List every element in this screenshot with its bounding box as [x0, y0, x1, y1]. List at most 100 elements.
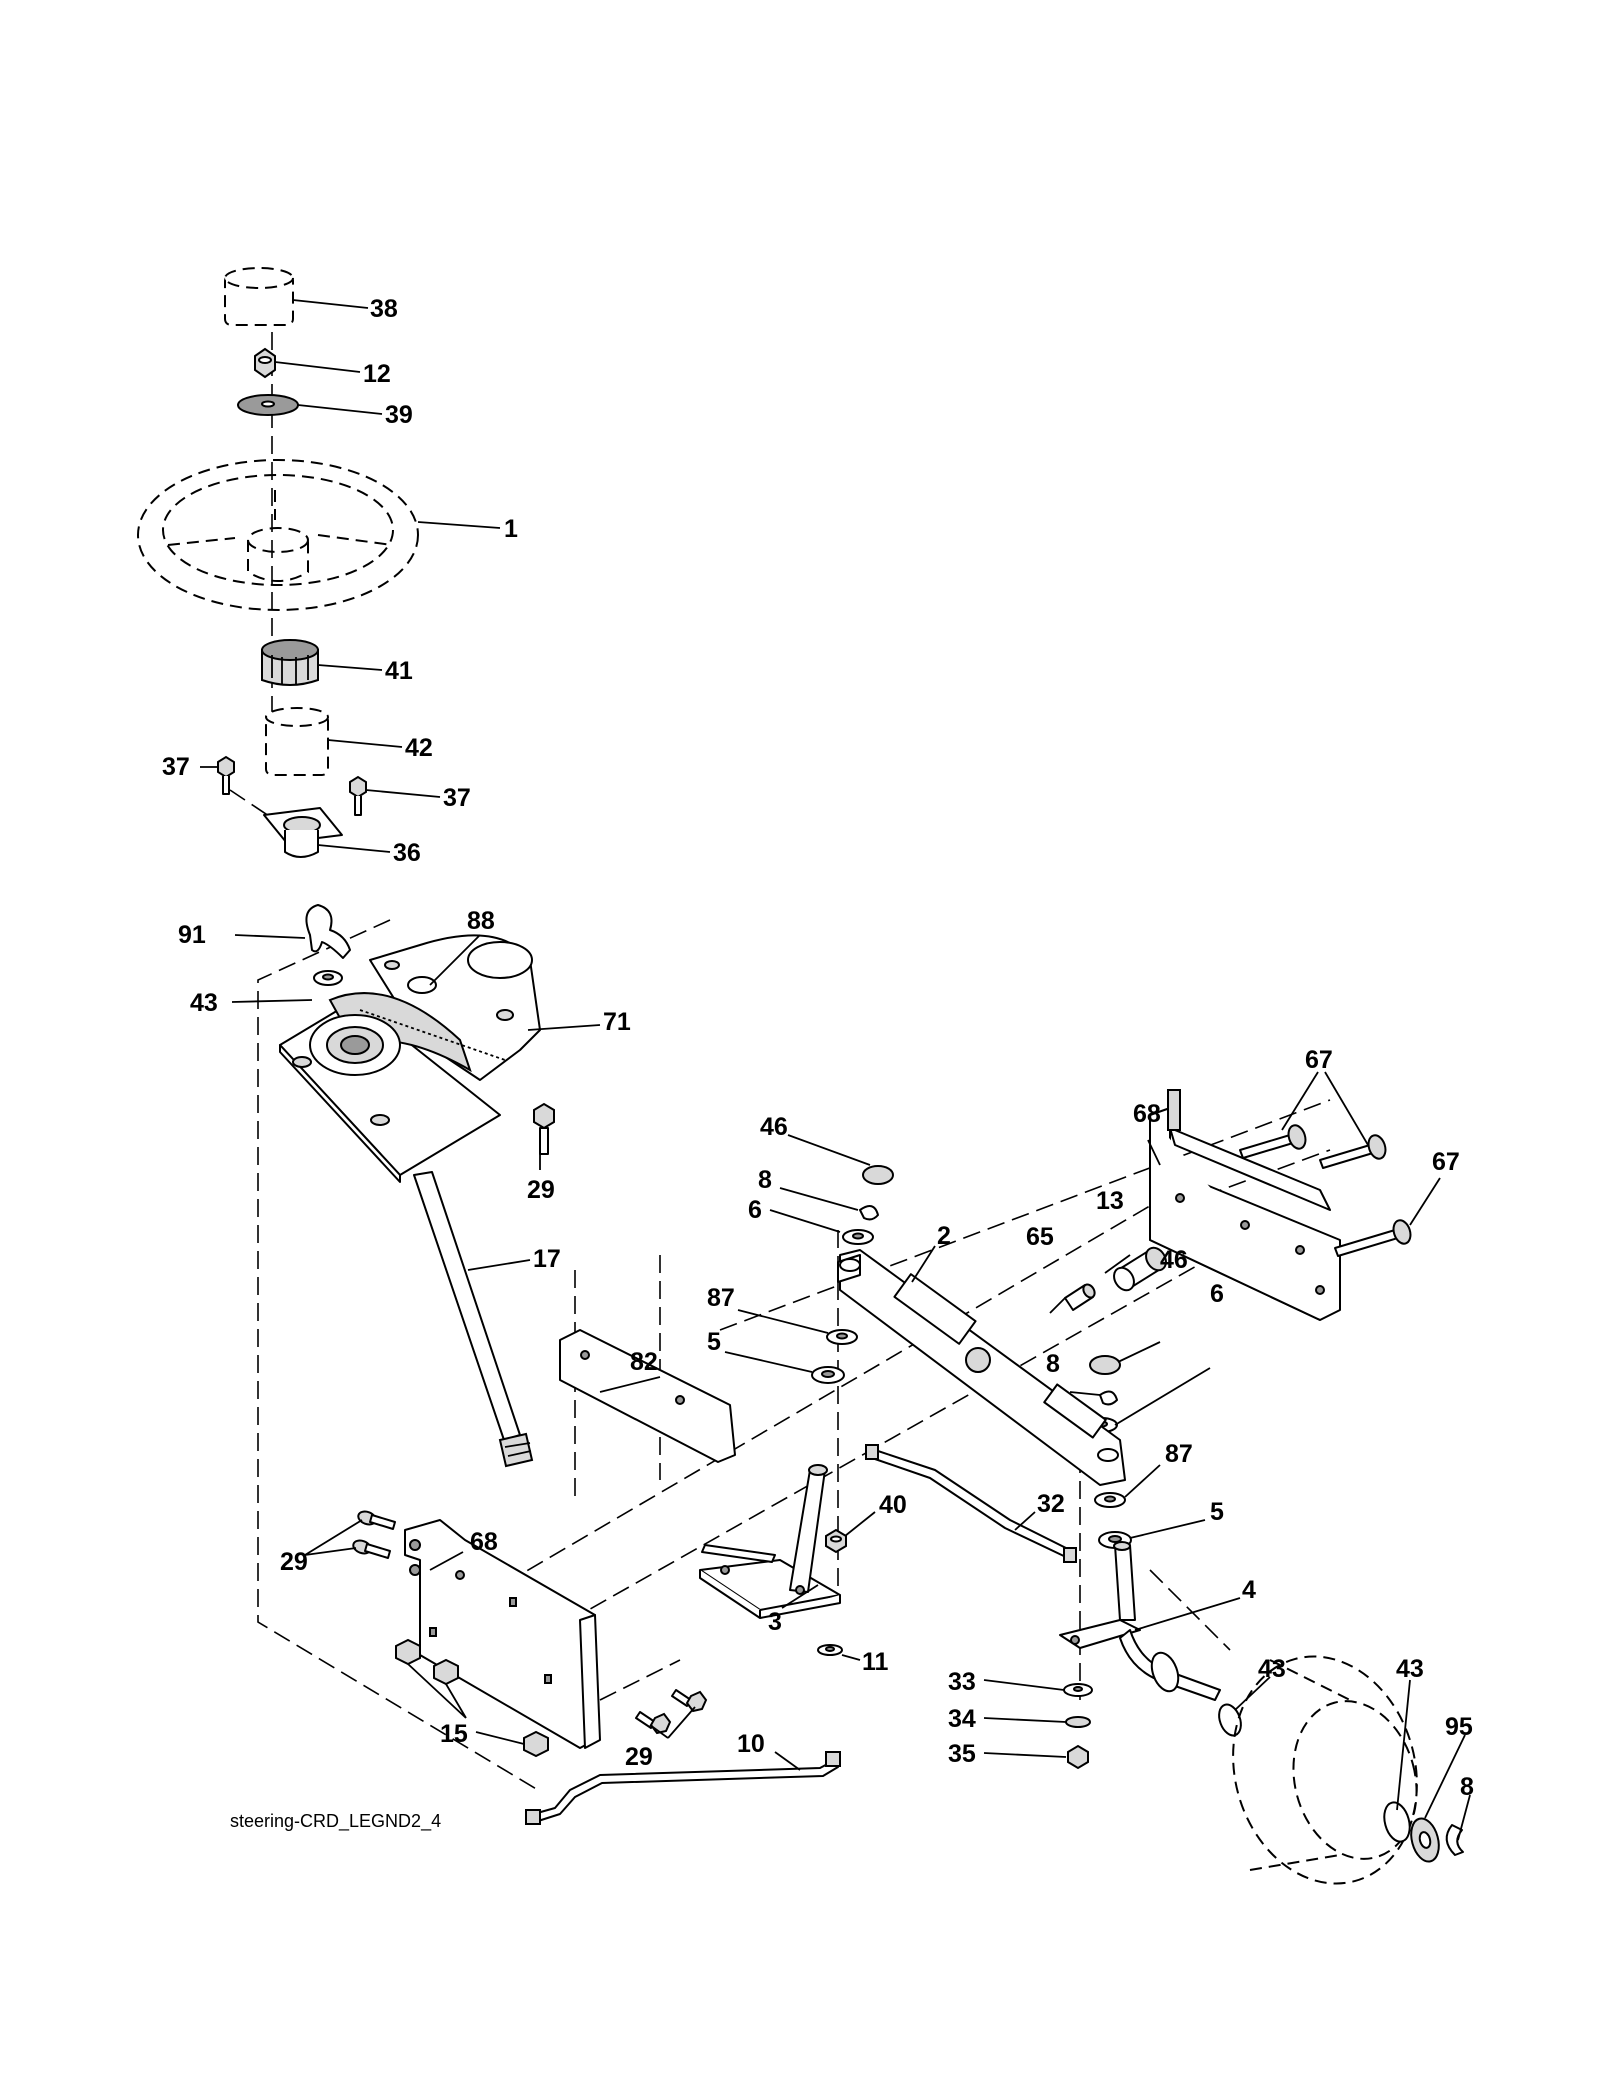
part-13-spacer-tube	[1113, 1246, 1167, 1292]
callout-5-left: 5	[707, 1328, 721, 1356]
part-43-washer-spindle	[1218, 1703, 1242, 1737]
callout-38: 38	[370, 295, 398, 323]
part-4-spindle-right	[1059, 1541, 1221, 1701]
part-67-bolt-b	[1319, 1134, 1387, 1169]
callout-87-left: 87	[707, 1284, 735, 1312]
part-43-washer-upper	[313, 970, 343, 986]
callout-1: 1	[504, 515, 518, 543]
part-65-pin	[1064, 1283, 1096, 1311]
part-68-plate-lower	[404, 1519, 601, 1749]
callout-34: 34	[948, 1705, 976, 1733]
part-37-bolt-right	[349, 775, 367, 816]
callout-8-left: 8	[758, 1166, 772, 1194]
part-91-hairpin-clip	[305, 904, 351, 959]
part-29-bolt-left-upper	[357, 1510, 396, 1530]
callout-36: 36	[393, 839, 421, 867]
part-38-steering-cap	[224, 267, 294, 326]
part-32-drag-link	[865, 1444, 1077, 1563]
callout-67-side: 67	[1432, 1148, 1460, 1176]
callout-4: 4	[1242, 1576, 1256, 1604]
part-17-steering-shaft	[413, 1171, 534, 1468]
callout-37-left: 37	[162, 753, 190, 781]
part-3-spindle-left	[699, 1464, 841, 1619]
callout-8-wheel: 8	[1460, 1773, 1474, 1801]
callout-32: 32	[1037, 1490, 1065, 1518]
part-46-cap-left	[862, 1165, 894, 1185]
callout-6-right: 6	[1210, 1280, 1224, 1308]
part-67-bolt-a	[1239, 1124, 1307, 1159]
part-6-washer-left	[842, 1229, 874, 1245]
part-67-bolt-c	[1334, 1219, 1412, 1257]
callout-13: 13	[1096, 1187, 1124, 1215]
callout-91: 91	[178, 921, 206, 949]
callout-82: 82	[630, 1348, 658, 1376]
part-15-nut-b	[433, 1658, 459, 1686]
callout-43-upper: 43	[190, 989, 218, 1017]
part-82-bracket	[559, 1329, 736, 1463]
assembly-guide-lines	[229, 280, 1331, 1791]
part-11-washer	[817, 1644, 843, 1656]
callout-46-left: 46	[760, 1113, 788, 1141]
part-41-steering-adapter	[261, 639, 319, 686]
part-71-steering-gear-housing	[279, 934, 541, 1183]
callout-10: 10	[737, 1730, 765, 1758]
callout-15: 15	[440, 1720, 468, 1748]
part-29-bolt-lower-a	[635, 1711, 672, 1735]
callout-29-left: 29	[280, 1548, 308, 1576]
callout-17: 17	[533, 1245, 561, 1273]
callout-95: 95	[1445, 1713, 1473, 1741]
callout-33: 33	[948, 1668, 976, 1696]
part-33-washer	[1063, 1683, 1093, 1697]
part-42-steering-bellow	[265, 707, 329, 776]
part-10-tie-rod	[525, 1751, 841, 1825]
callout-12: 12	[363, 360, 391, 388]
part-2-front-axle	[837, 1249, 1126, 1486]
callout-29-housing: 29	[527, 1176, 555, 1204]
callout-71: 71	[603, 1008, 631, 1036]
callout-labels: 38 12 39 1 41 42 37 37 36 91 88 43 71 29…	[162, 295, 1474, 1801]
callout-43-wheel: 43	[1396, 1655, 1424, 1683]
part-35-nut	[1067, 1744, 1089, 1770]
part-36-bushing-flange	[263, 807, 343, 858]
part-12-nut	[254, 347, 276, 379]
callout-46-right: 46	[1160, 1246, 1188, 1274]
part-29-bolt-lower-b	[671, 1689, 708, 1713]
part-15-nut-a	[395, 1638, 421, 1666]
callout-29-lower: 29	[625, 1743, 653, 1771]
callout-68-upper: 68	[1133, 1100, 1161, 1128]
callout-35: 35	[948, 1740, 976, 1768]
callout-39: 39	[385, 401, 413, 429]
callout-5-right: 5	[1210, 1498, 1224, 1526]
callout-42: 42	[405, 734, 433, 762]
part-46-cap-right	[1089, 1355, 1121, 1375]
part-8-e-ring-wheel	[1445, 1824, 1464, 1856]
callout-67-top: 67	[1305, 1046, 1333, 1074]
callout-8-mid: 8	[1046, 1350, 1060, 1378]
callout-87-right: 87	[1165, 1440, 1193, 1468]
part-8-e-ring-left	[859, 1205, 879, 1221]
callout-43-spindle: 43	[1258, 1655, 1286, 1683]
callout-3: 3	[768, 1608, 782, 1636]
callout-68-lower: 68	[470, 1528, 498, 1556]
part-68-bracket-upper	[1149, 1089, 1341, 1321]
front-wheel	[1232, 1655, 1418, 1885]
callout-6-left: 6	[748, 1196, 762, 1224]
part-29-bolt-left-lower	[352, 1539, 391, 1559]
part-37-bolt-left	[217, 755, 235, 795]
part-43-washer-wheel	[1383, 1801, 1411, 1843]
part-1-steering-wheel	[137, 459, 419, 611]
callout-2: 2	[937, 1222, 951, 1250]
part-5-bushing-left	[811, 1366, 845, 1384]
leader-lines	[200, 299, 1471, 1841]
part-39-washer	[237, 394, 299, 416]
part-40-nut	[825, 1528, 847, 1554]
part-34-lock-washer	[1065, 1716, 1091, 1728]
callout-65: 65	[1026, 1223, 1054, 1251]
callout-37-right: 37	[443, 784, 471, 812]
part-87-spacer-left	[826, 1329, 858, 1345]
part-95-washer	[1410, 1817, 1440, 1863]
part-87-spacer-right	[1094, 1492, 1126, 1508]
callout-88: 88	[467, 907, 495, 935]
diagram-id-caption: steering-CRD_LEGND2_4	[230, 1811, 441, 1832]
